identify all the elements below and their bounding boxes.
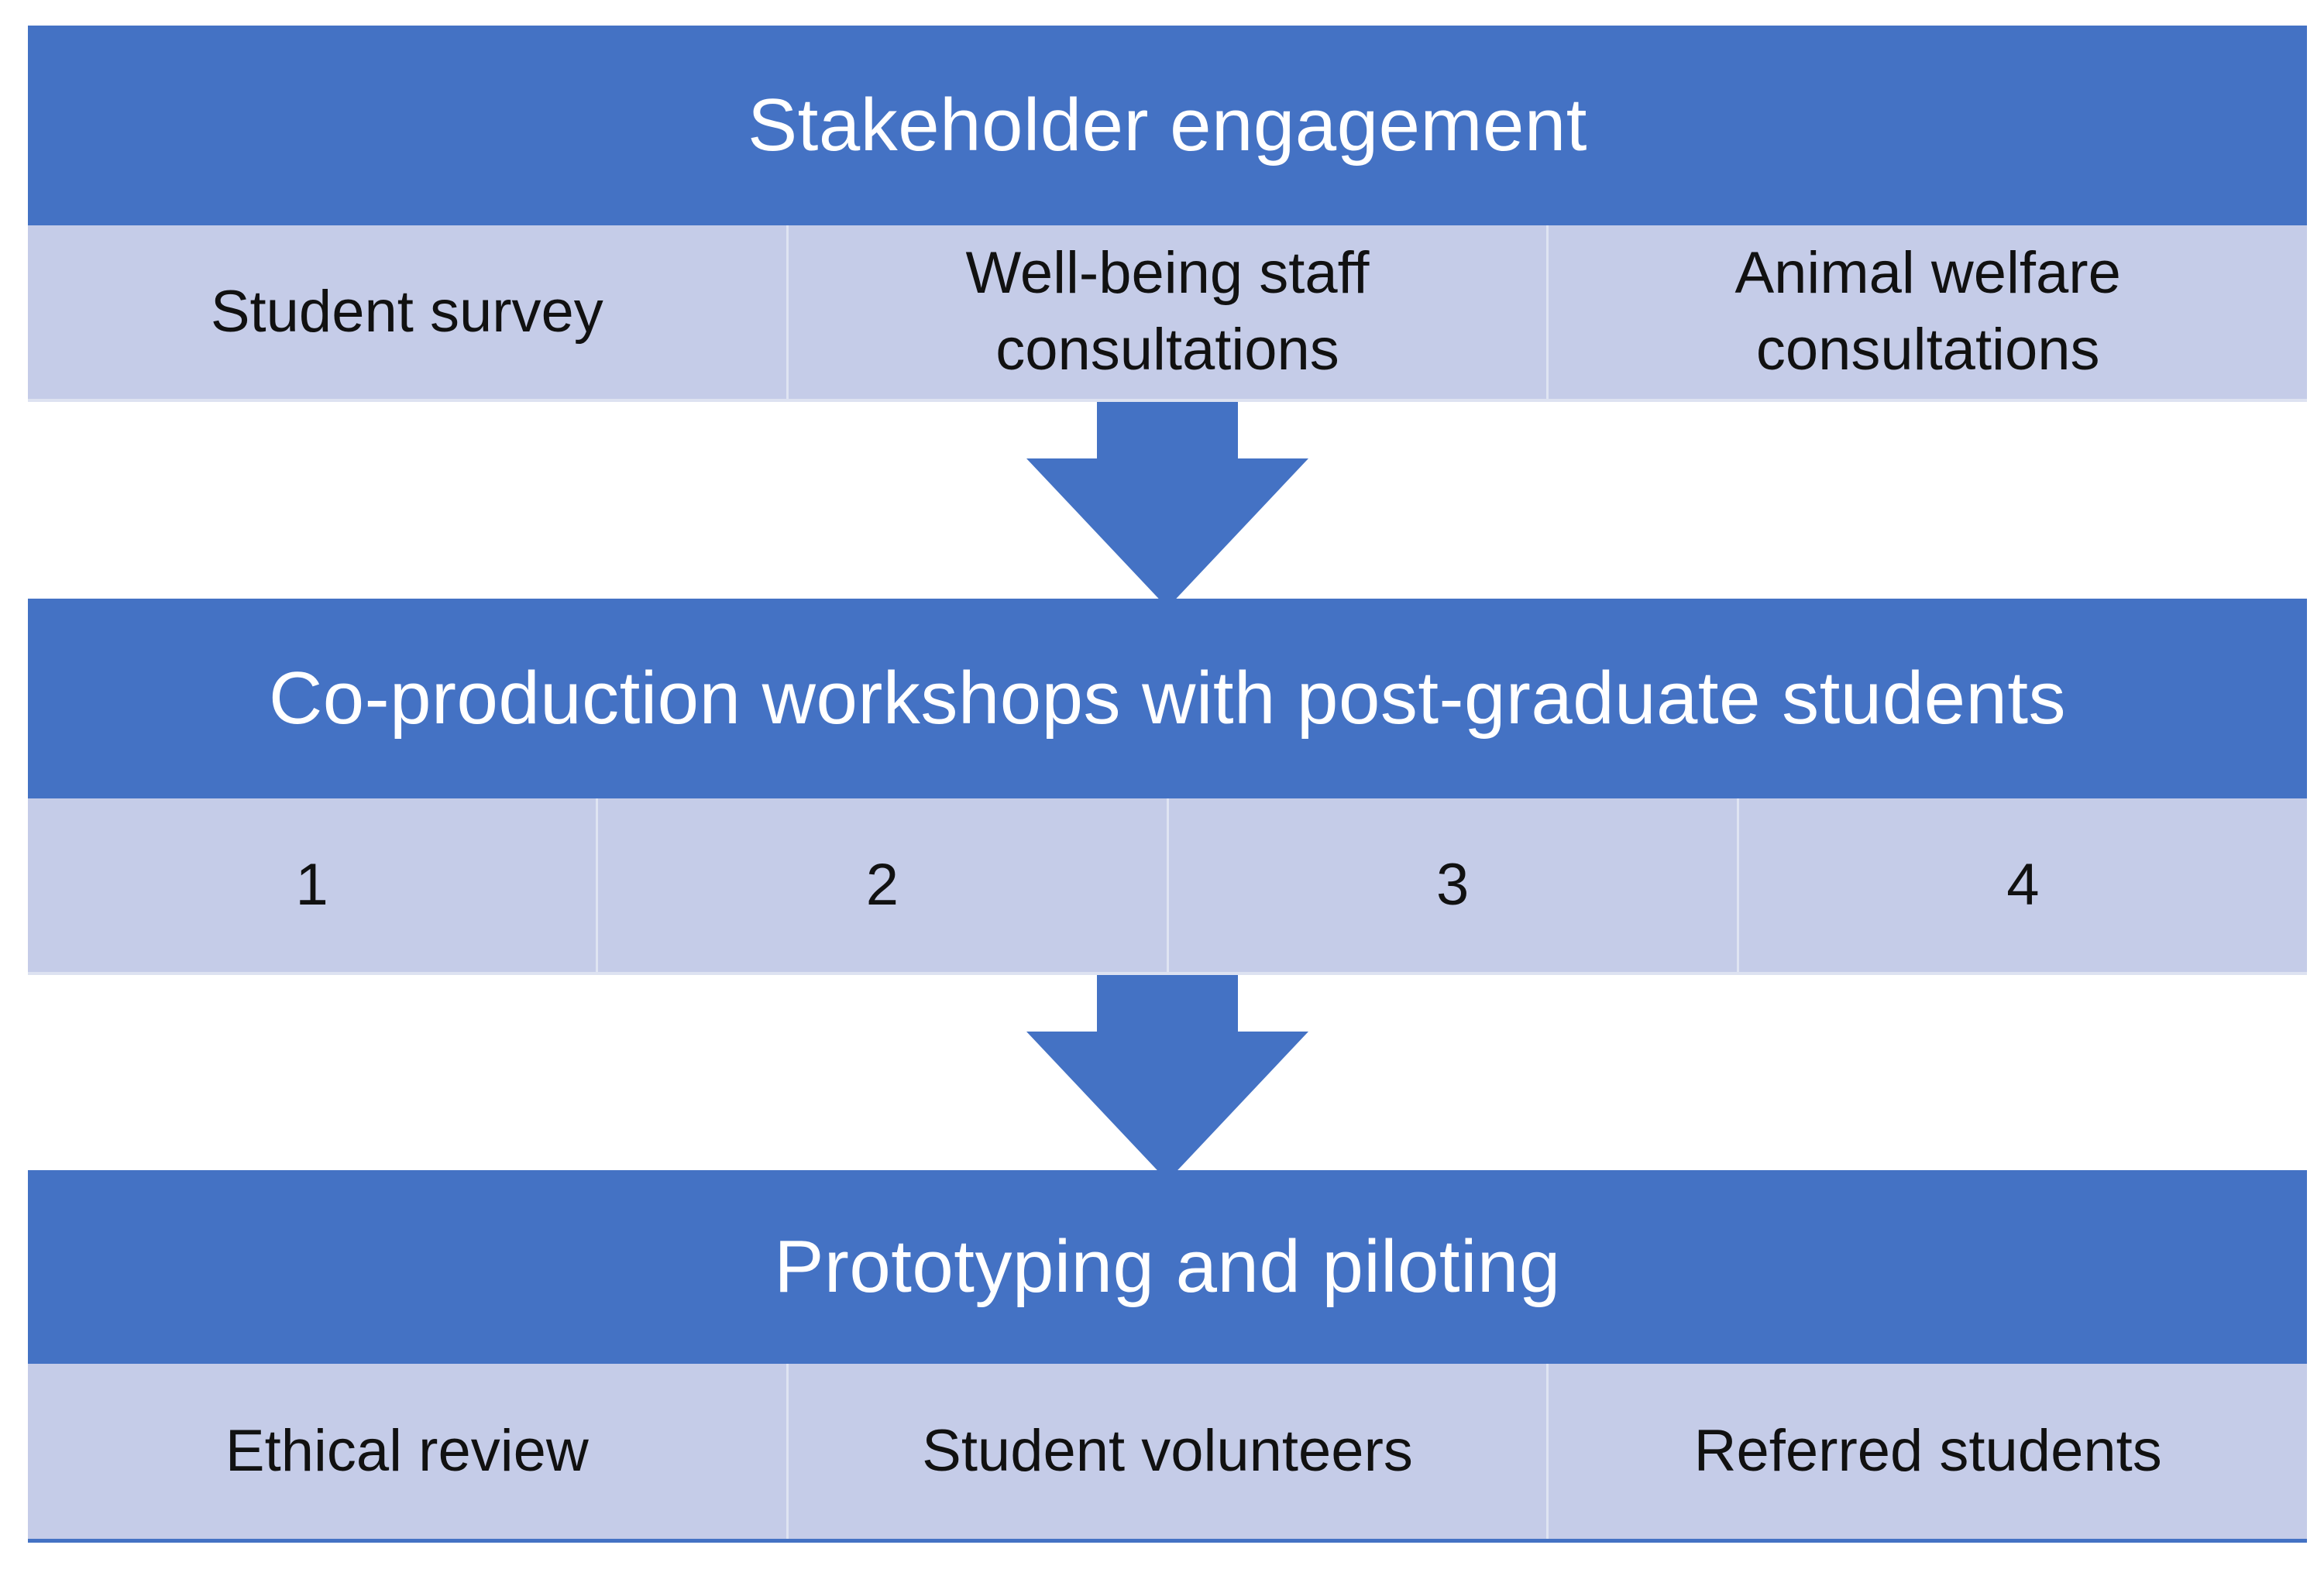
stage-item: Student survey: [210, 278, 603, 345]
down-arrow-icon: [1026, 975, 1308, 1181]
stage-title: Co-production workshops with post-gradua…: [28, 599, 2307, 798]
stage-item: Student volunteers: [786, 1364, 1547, 1539]
stage-co-production-workshops: Co-production workshops with post-gradua…: [28, 599, 2307, 975]
stage-title: Stakeholder engagement: [28, 26, 2307, 225]
stage-items-row: 1 2 3 4: [28, 798, 2307, 975]
stage-item: 4: [1736, 798, 2307, 972]
stage-title: Prototyping and piloting: [28, 1170, 2307, 1364]
stage-item: Referred students: [1546, 1364, 2307, 1539]
stage-item: 3: [1166, 798, 1737, 972]
stage-prototyping-piloting: Prototyping and piloting Ethical review …: [28, 1170, 2307, 1543]
stage-item: Well-being staff consultations: [786, 225, 1547, 399]
stage-item: Ethical review: [225, 1417, 589, 1484]
stage-item: 1: [295, 851, 328, 918]
down-arrow-icon: [1026, 402, 1308, 608]
stage-items-row: Ethical review Student volunteers Referr…: [28, 1364, 2307, 1543]
stage-stakeholder-engagement: Stakeholder engagement Student survey We…: [28, 26, 2307, 402]
stage-item: Animal welfare consultations: [1546, 225, 2307, 399]
stage-items-row: Student survey Well-being staff consulta…: [28, 225, 2307, 402]
stage-item: 2: [596, 798, 1166, 972]
